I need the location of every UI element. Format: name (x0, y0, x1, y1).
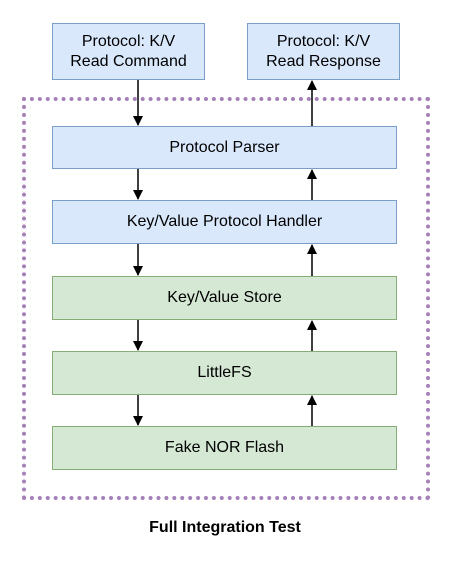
layer-protocol-parser: Protocol Parser (52, 126, 397, 169)
layer-fake-nor-flash: Fake NOR Flash (52, 426, 397, 470)
layer-kv-store: Key/Value Store (52, 276, 397, 320)
layer-littlefs: LittleFS (52, 351, 397, 395)
output-response-line1: Protocol: K/V (276, 32, 371, 50)
integration-test-boundary (22, 97, 430, 500)
output-response-line2: Read Response (266, 52, 381, 70)
layer-kv-protocol-handler: Key/Value Protocol Handler (52, 200, 397, 244)
input-command-box: Protocol: K/V Read Command (52, 23, 205, 80)
input-command-line1: Protocol: K/V (81, 32, 176, 50)
input-command-line2: Read Command (70, 52, 187, 70)
output-response-box: Protocol: K/V Read Response (247, 23, 400, 80)
group-caption: Full Integration Test (149, 519, 301, 536)
